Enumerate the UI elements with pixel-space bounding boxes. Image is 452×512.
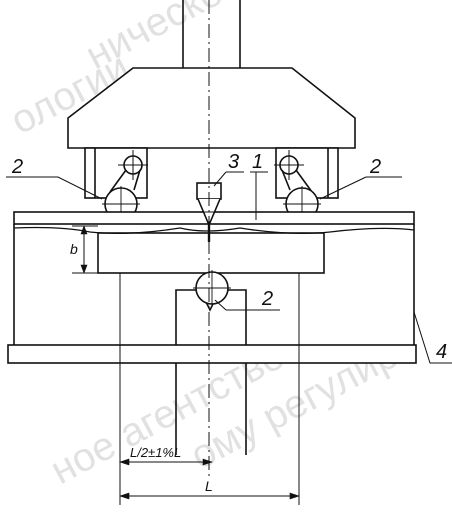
label-part-3: 3: [228, 151, 239, 173]
link-arms: [109, 169, 313, 193]
deflected-surface: [13, 226, 415, 234]
dim-L-arrows: [119, 492, 300, 500]
lower-roller-cross: [193, 270, 231, 306]
frame-sides: [13, 224, 415, 345]
hinge-cross: [118, 150, 304, 180]
dim-L-extension: [119, 273, 300, 505]
dim-b-arrows: [80, 225, 88, 274]
leader-1: [250, 171, 268, 220]
label-part-1: 1: [252, 151, 263, 173]
leader-2-left: [6, 176, 103, 200]
label-part-2-right: 2: [369, 156, 381, 178]
leader-4: [413, 311, 452, 364]
dim-L-label: L: [205, 478, 213, 494]
dim-half-label: L/2±1%L: [130, 445, 181, 460]
dim-b-label: b: [70, 241, 78, 257]
specimen-block: [97, 232, 325, 274]
drawing-lines: [6, 0, 452, 505]
loading-head: [67, 67, 356, 149]
leader-2-bottom: [214, 299, 280, 311]
lower-column: [175, 363, 247, 455]
dim-half-arrows: [119, 458, 213, 466]
leader-2-right: [319, 176, 402, 200]
roller-cross: [102, 186, 321, 222]
label-part-4: 4: [436, 341, 447, 363]
label-part-2-bottom: 2: [261, 288, 273, 310]
leader-3: [213, 171, 244, 187]
loading-column: [182, 0, 241, 68]
label-part-2-left: 2: [11, 156, 23, 178]
base-plate: [7, 344, 417, 364]
